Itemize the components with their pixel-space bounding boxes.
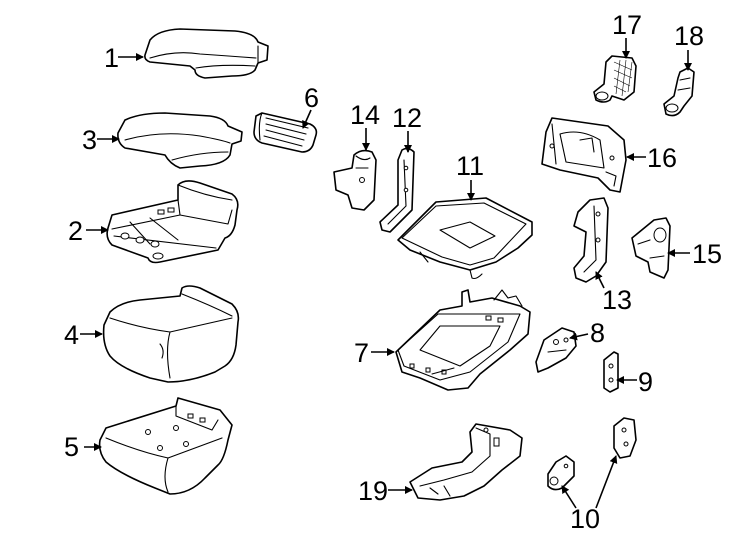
callout-5: 5 bbox=[64, 432, 79, 462]
callout-18: 18 bbox=[674, 21, 704, 51]
callout-19: 19 bbox=[358, 476, 388, 506]
part-17-vent-duct[interactable] bbox=[593, 55, 637, 103]
part-10-hinge-bracket[interactable] bbox=[613, 417, 637, 459]
callout-1: 1 bbox=[104, 43, 119, 73]
part-19-lower-duct[interactable] bbox=[409, 423, 523, 501]
callout-10: 10 bbox=[570, 504, 600, 534]
callout-6: 6 bbox=[304, 83, 319, 113]
callout-15: 15 bbox=[692, 239, 722, 269]
part-1-cushion-cover[interactable] bbox=[144, 28, 269, 79]
part-2-seat-cushion[interactable] bbox=[102, 285, 240, 383]
part-4-cushion-pad[interactable] bbox=[117, 112, 243, 169]
part-10-bracket[interactable] bbox=[547, 455, 575, 491]
part-14-side-panel[interactable] bbox=[333, 149, 377, 211]
callout-8: 8 bbox=[590, 318, 605, 348]
part-9-small-bracket[interactable] bbox=[603, 351, 619, 393]
part-13-side-bracket[interactable] bbox=[573, 197, 609, 283]
callout-9: 9 bbox=[638, 367, 653, 397]
callout-11: 11 bbox=[456, 151, 484, 181]
callout-13: 13 bbox=[602, 285, 632, 315]
part-5-seat-foam[interactable] bbox=[98, 397, 233, 495]
part-11-seat-pan[interactable] bbox=[397, 197, 533, 280]
part-15-hinge-bracket[interactable] bbox=[631, 217, 671, 279]
part-16-back-bracket[interactable] bbox=[541, 117, 627, 193]
callout-2: 4 bbox=[64, 320, 79, 350]
callout-7: 7 bbox=[354, 338, 369, 368]
callout-16: 16 bbox=[647, 143, 677, 173]
part-12-trim-strip[interactable] bbox=[379, 147, 415, 233]
callout-4: 3 bbox=[82, 125, 97, 155]
callout-12: 12 bbox=[392, 103, 422, 133]
part-3-seat-frame[interactable] bbox=[106, 180, 239, 264]
callout-14: 14 bbox=[350, 100, 380, 130]
part-18-vent-duct[interactable] bbox=[663, 67, 695, 117]
part-7-seat-frame[interactable] bbox=[395, 289, 531, 391]
callout-3: 2 bbox=[68, 216, 83, 246]
part-6-armrest-pad[interactable] bbox=[253, 112, 318, 153]
part-8-mounting-bracket[interactable] bbox=[535, 327, 577, 373]
callout-17: 17 bbox=[612, 10, 642, 40]
